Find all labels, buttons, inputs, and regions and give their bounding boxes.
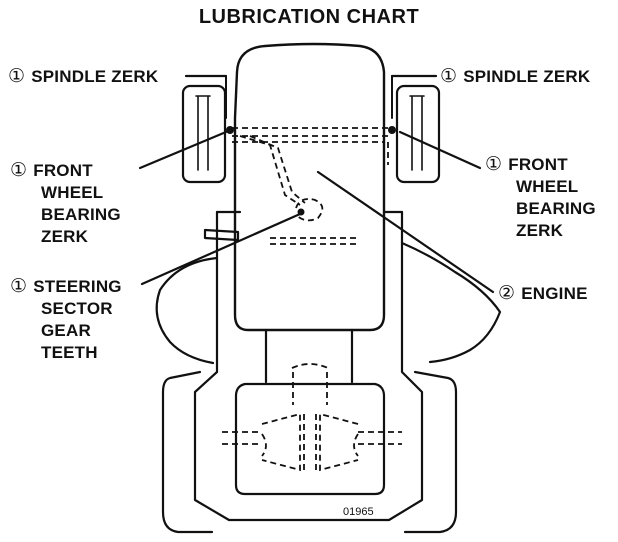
rear-right-tire	[403, 370, 458, 534]
leader-front-left	[138, 130, 228, 170]
hood	[233, 42, 386, 332]
figure-code: 01965	[343, 506, 374, 518]
leader-engine	[316, 170, 495, 294]
chassis	[193, 210, 424, 522]
front-left-wheel	[181, 84, 227, 184]
seat-body	[264, 328, 354, 384]
right-zerk-dot	[388, 126, 396, 134]
rear-plate	[234, 382, 386, 496]
page-title: LUBRICATION CHART	[198, 6, 420, 28]
left-zerk-dot	[226, 126, 234, 134]
steering-lever	[203, 228, 240, 242]
leader-front-right	[398, 130, 482, 170]
rear-left-tire	[161, 370, 214, 534]
leader-steering	[140, 212, 302, 286]
deck-left	[155, 256, 219, 365]
deck-right	[400, 241, 502, 364]
front-right-wheel	[395, 84, 441, 184]
